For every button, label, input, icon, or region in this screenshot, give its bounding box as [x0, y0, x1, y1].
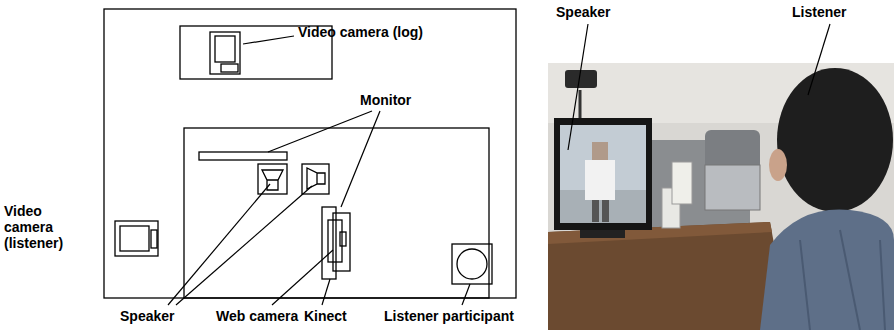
screen-person-head [592, 142, 608, 160]
floor-plan [104, 9, 516, 298]
log-camera-body [210, 32, 240, 74]
monitor-label: Monitor [360, 92, 411, 108]
speaker-symbol [262, 170, 283, 190]
laptop [705, 165, 760, 210]
room-outline [104, 9, 516, 298]
web-camera-lens [340, 232, 346, 246]
listener-ear [769, 149, 787, 181]
tripod-camera [565, 70, 597, 88]
kinect-label: Kinect [304, 308, 347, 324]
listener-head [777, 68, 893, 212]
listener-head [457, 249, 487, 279]
leader-line [268, 111, 372, 152]
desk-outline [184, 128, 489, 298]
listener-camera-box [115, 221, 158, 256]
listener-shirt [760, 209, 894, 330]
speaker-unit [672, 162, 692, 204]
monitor-bar [199, 152, 287, 160]
leader-line [341, 111, 380, 207]
listener-camera-lens [151, 230, 157, 248]
photo [548, 63, 894, 330]
screen-person-leg [592, 200, 599, 222]
camera-label: Video camera (listener) [4, 203, 76, 251]
shirt-pattern [800, 230, 885, 330]
kinect-box [322, 207, 336, 279]
leader-line [272, 250, 333, 305]
leader-line [322, 279, 330, 305]
table [548, 222, 790, 330]
leader-line [168, 184, 270, 305]
listener-seat [452, 244, 492, 284]
screen-person-leg [602, 200, 609, 222]
listener-camera-body [120, 226, 149, 251]
camera-label: Web camera [216, 308, 298, 324]
monitor [554, 118, 652, 230]
leader-line [462, 284, 470, 305]
leader-line [243, 36, 294, 44]
speaker-label: Speaker [120, 308, 174, 324]
leader-line [808, 24, 830, 95]
leader-lines [168, 36, 470, 305]
log-camera-lens [221, 64, 238, 72]
log-camera-screen [215, 36, 235, 62]
screen-person-body [585, 160, 615, 200]
kinect [580, 230, 625, 238]
speaker-box [258, 164, 287, 194]
camera-label: Video camera (log) [298, 24, 423, 40]
monitor-screen [560, 125, 646, 223]
photo-wall [548, 63, 894, 330]
leader-line [568, 24, 588, 150]
participant-label: Listener participant [384, 308, 514, 324]
speaker-symbol [307, 168, 325, 189]
speaker-label: Speaker [556, 4, 610, 20]
participant-label: Listener [792, 4, 846, 20]
photo-leader-lines [568, 24, 830, 150]
speaker-box [302, 164, 329, 194]
